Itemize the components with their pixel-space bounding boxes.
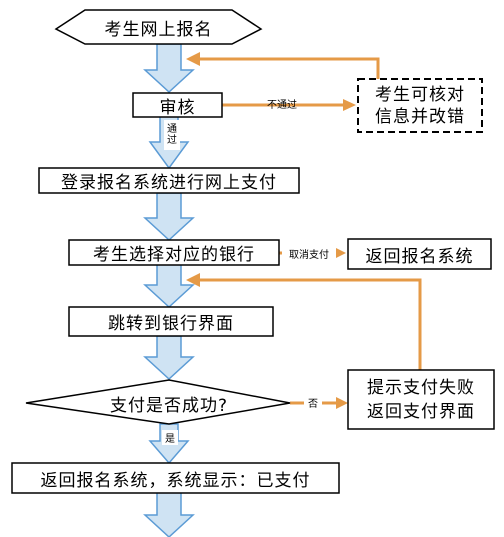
fix-info-line-1: 考生可核对: [375, 84, 465, 105]
arrowhead-to-bank: [186, 273, 200, 287]
start-label: 考生网上报名: [104, 19, 213, 40]
decision-label: 支付是否成功?: [109, 395, 229, 416]
fix-info-box: [357, 78, 483, 133]
arrowhead-to-fix: [343, 99, 356, 111]
arrowhead-to-fail: [336, 397, 348, 409]
flow-shapes: [11, 9, 495, 494]
jump-bank-label: 跳转到银行界面: [108, 314, 234, 334]
return-system-label: 返回报名系统: [365, 246, 474, 267]
down-arrows: [143, 43, 195, 537]
final-box: [11, 462, 340, 494]
pay-fail-box: [347, 369, 495, 430]
feedback-fail-to-bank-line: [196, 278, 422, 372]
start-hexagon: [54, 9, 263, 45]
no-label: 否: [304, 395, 322, 410]
choose-bank-label: 考生选择对应的银行: [93, 245, 255, 265]
arrow-start-to-review: [143, 43, 195, 94]
yes-label: 是: [162, 430, 178, 445]
return-system-box: [347, 238, 492, 270]
arrow-bank-to-jump: [143, 263, 195, 309]
arrow-final-bottom: [143, 491, 195, 537]
choose-bank-box: [68, 239, 280, 266]
arrowhead-to-review: [186, 52, 200, 66]
arrow-login-to-bank: [143, 192, 195, 242]
pay-fail-line-1: 提示支付失败: [367, 377, 475, 398]
cancel-pay-label: 取消支付: [282, 246, 336, 261]
jump-bank-box: [68, 306, 274, 337]
review-label: 审核: [159, 97, 196, 118]
login-pay-box: [38, 167, 300, 194]
feedback-fix-to-review-line: [196, 57, 380, 81]
fix-info-line-2: 信息并改错: [375, 106, 465, 127]
review-box: [132, 92, 223, 118]
final-label: 返回报名系统，系统显示：已支付: [40, 470, 311, 491]
pass-review-char-1: 通: [167, 124, 177, 135]
pay-fail-label: 提示支付失败 返回支付界面: [348, 372, 494, 427]
pay-fail-line-2: 返回支付界面: [367, 401, 475, 422]
pass-review-label: 通 过: [164, 120, 180, 150]
decision-diamond: [25, 379, 291, 425]
fail-review-label: 不通过: [267, 99, 297, 111]
login-pay-label: 登录报名系统进行网上支付: [61, 173, 277, 193]
fix-info-label: 考生可核对 信息并改错: [358, 81, 482, 130]
pass-review-char-2: 过: [167, 135, 177, 146]
feedback-arrowheads: [186, 52, 356, 409]
arrow-jump-to-decision: [143, 335, 195, 381]
arrowhead-to-return: [334, 247, 346, 259]
